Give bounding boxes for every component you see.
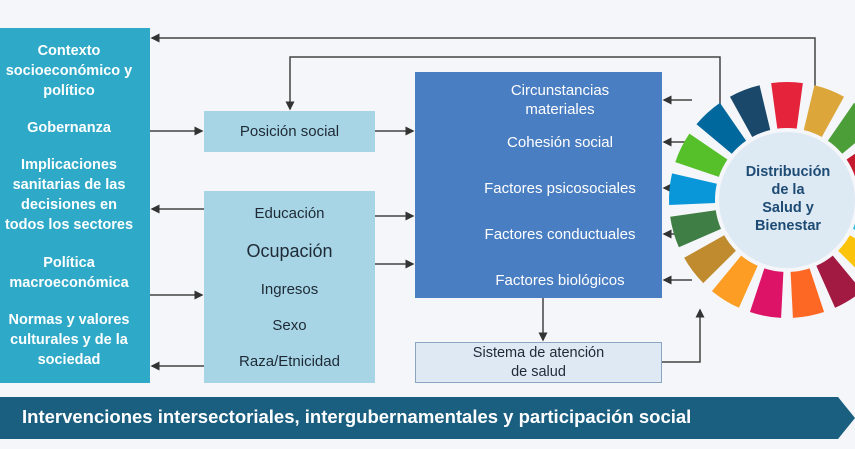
- wheel-center: [719, 132, 855, 268]
- intermediary-item: Cohesión social: [507, 134, 613, 151]
- context-item: Contexto socioeconómico y político: [5, 42, 133, 99]
- sdg-segment: [816, 255, 855, 308]
- context-item: Política macroeconómica: [9, 254, 129, 291]
- social-position-box: Posición social: [204, 111, 375, 152]
- stratifiers-box: Educación Ocupación Ingresos Sexo Raza/E…: [204, 191, 375, 383]
- stratifier-item: Educación: [254, 204, 325, 222]
- sdg-segment: [771, 82, 803, 129]
- intermediary-item: Circunstancias materiales: [510, 82, 610, 118]
- context-item: Implicaciones sanitarias de las decision…: [4, 157, 134, 234]
- intermediary-determinants-box: Circunstancias materiales Cohesión socia…: [415, 72, 662, 298]
- sdg-segment: [852, 223, 855, 230]
- context-item: Gobernanza: [27, 120, 111, 137]
- health-system-box: Sistema de atención de salud: [415, 342, 662, 383]
- sdg-segment: [675, 133, 728, 177]
- stratifier-item: Raza/Etnicidad: [239, 352, 340, 370]
- sdg-segment: [669, 173, 717, 206]
- sdg-segment: [790, 268, 825, 318]
- sdg-segment: [827, 102, 855, 154]
- intermediary-item: Factores biológicos: [495, 272, 625, 289]
- stratifier-item: Ocupación: [246, 240, 333, 261]
- sdg-segment: [696, 102, 747, 154]
- structural-context-box: Contexto socioeconómico y político Gober…: [0, 28, 150, 383]
- sdg-segment: [803, 85, 845, 137]
- sdg-segment: [749, 268, 784, 318]
- intermediary-item: Factores conductuales: [484, 226, 636, 243]
- sdg-segment: [711, 255, 758, 308]
- interventions-banner: [0, 397, 855, 439]
- stratifier-item: Sexo: [272, 316, 307, 334]
- sdg-segment: [684, 235, 736, 284]
- sdg-segment: [838, 235, 855, 268]
- banner-text: Intervenciones intersectoriales, intergu…: [22, 406, 692, 427]
- sdg-segment: [846, 153, 855, 177]
- sdg-segment: [729, 85, 771, 137]
- stratifier-item: Ingresos: [260, 280, 319, 298]
- sdg-segment: [670, 210, 722, 248]
- wheel-label: Distribución de la Salud y Bienestar: [745, 164, 831, 234]
- context-item: Normas y valores culturales y de la soci…: [8, 312, 130, 369]
- intermediary-item: Factores psicosociales: [484, 180, 636, 197]
